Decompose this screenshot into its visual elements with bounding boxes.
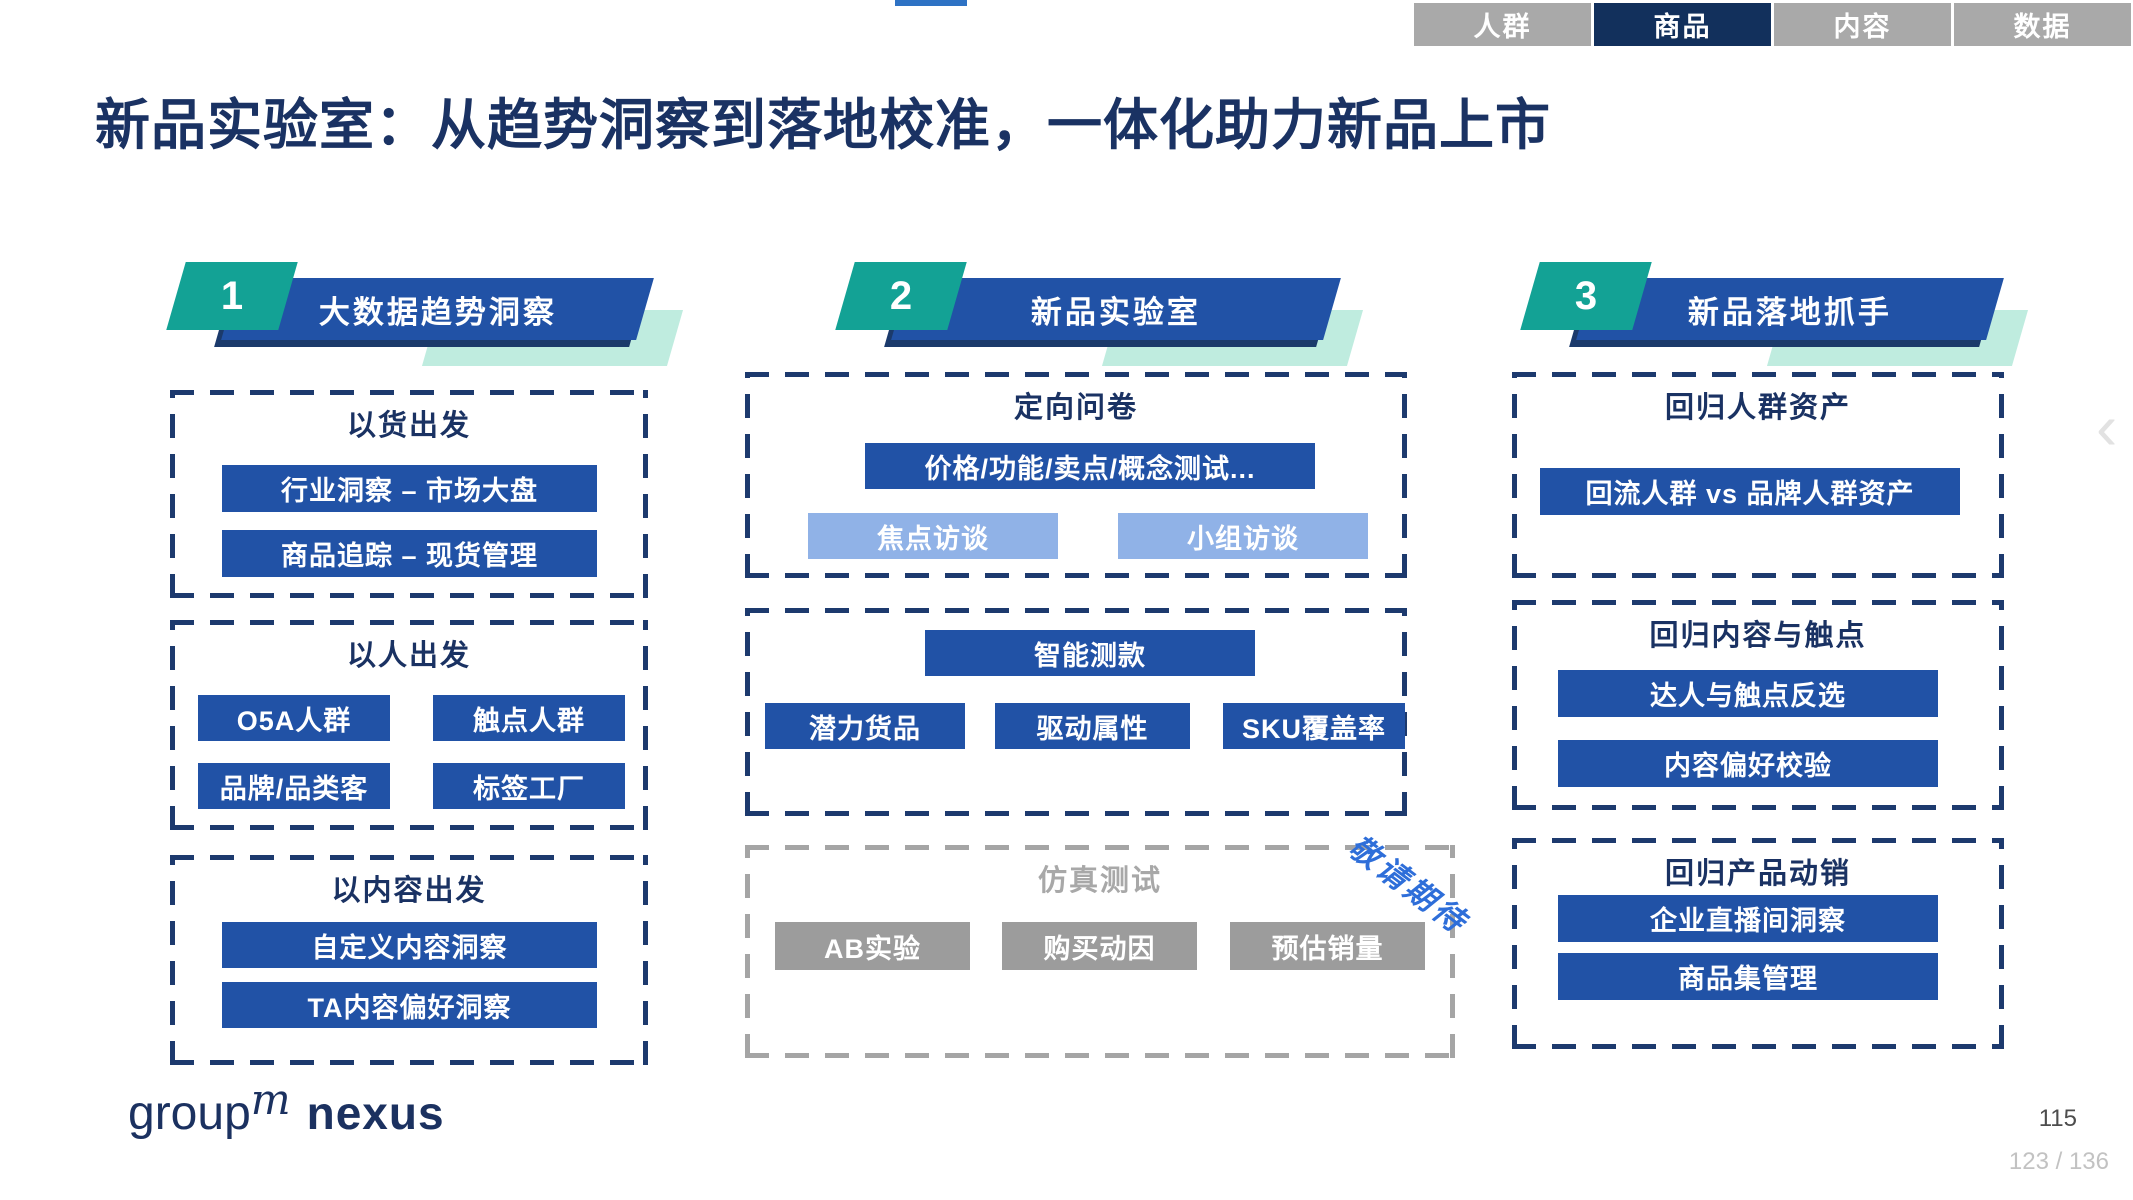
logo-group-text: group	[128, 1087, 251, 1140]
feature-button-disabled: 预估销量	[1230, 922, 1425, 970]
section-box: 智能测款 潜力货品 驱动属性 SKU覆盖率	[745, 608, 1407, 816]
feature-button: 商品集管理	[1558, 953, 1938, 1000]
chevron-left-icon[interactable]: ‹	[2096, 391, 2118, 463]
tab-bar: 人群 商品 内容 数据	[1414, 3, 2131, 46]
feature-button: 自定义内容洞察	[222, 922, 597, 968]
column-2-header: 新品实验室 2	[835, 262, 1385, 382]
feature-button: 回流人群 vs 品牌人群资产	[1540, 468, 1960, 515]
column-number: 1	[220, 273, 244, 318]
page-number: 115	[2038, 1105, 2077, 1132]
section-box: 回归产品动销 企业直播间洞察 商品集管理	[1512, 838, 2004, 1049]
column-header-label: 大数据趋势洞察	[318, 294, 557, 330]
logo-nexus-text: nexus	[306, 1087, 445, 1139]
section-box-coming-soon: 仿真测试 AB实验 购买动因 预估销量 敬请期待	[745, 829, 1475, 1058]
section-title: 定向问卷	[1013, 392, 1138, 424]
column-number-badge: 2	[835, 262, 967, 330]
feature-button: SKU覆盖率	[1223, 703, 1405, 749]
feature-button: 价格/功能/卖点/概念测试...	[865, 443, 1315, 489]
column-number-badge: 1	[166, 262, 298, 330]
tab-data[interactable]: 数据	[1954, 3, 2131, 46]
section-title: 回归产品动销	[1664, 858, 1851, 890]
tab-audience[interactable]: 人群	[1414, 3, 1591, 46]
section-title: 仿真测试	[1037, 865, 1162, 897]
section-box: 以货出发 行业洞察 – 市场大盘 商品追踪 – 现货管理	[170, 390, 648, 598]
column-header-label: 新品实验室	[1031, 294, 1201, 330]
section-title: 以人出发	[346, 640, 471, 672]
tab-product[interactable]: 商品	[1594, 3, 1771, 46]
feature-button-light: 焦点访谈	[808, 513, 1058, 559]
feature-button: 触点人群	[433, 695, 625, 741]
feature-button: 标签工厂	[433, 763, 625, 809]
section-box: 以内容出发 自定义内容洞察 TA内容偏好洞察	[170, 855, 648, 1065]
section-box: 定向问卷 价格/功能/卖点/概念测试... 焦点访谈 小组访谈	[745, 372, 1407, 578]
feature-button: 驱动属性	[995, 703, 1190, 749]
feature-button: 行业洞察 – 市场大盘	[222, 465, 597, 512]
feature-button: 潜力货品	[765, 703, 965, 749]
feature-button: 品牌/品类客	[198, 763, 390, 809]
feature-button: 达人与触点反选	[1558, 670, 1938, 717]
logo-m-text: m	[250, 1075, 291, 1124]
section-box: 以人出发 O5A人群 触点人群 品牌/品类客 标签工厂	[170, 620, 648, 830]
section-box: 回归人群资产 回流人群 vs 品牌人群资产	[1512, 372, 2004, 578]
page-title: 新品实验室：从趋势洞察到落地校准，一体化助力新品上市	[95, 94, 1552, 156]
section-title: 以内容出发	[331, 875, 487, 907]
section-title: 回归内容与触点	[1649, 620, 1867, 652]
column-1-header: 大数据趋势洞察 1	[166, 262, 696, 382]
slide-counter: 123 / 136	[2008, 1148, 2109, 1175]
feature-button: 企业直播间洞察	[1558, 895, 1938, 942]
column-3-header: 新品落地抓手 3	[1520, 262, 2050, 382]
section-box: 回归内容与触点 达人与触点反选 内容偏好校验	[1512, 600, 2004, 810]
section-title-button: 智能测款	[925, 630, 1255, 676]
feature-button: 商品追踪 – 现货管理	[222, 530, 597, 577]
column-number: 3	[1574, 273, 1598, 318]
tab-content[interactable]: 内容	[1774, 3, 1951, 46]
section-title: 以货出发	[346, 410, 471, 442]
column-header-label: 新品落地抓手	[1688, 294, 1892, 330]
column-number: 2	[889, 273, 913, 318]
feature-button-disabled: AB实验	[775, 922, 970, 970]
feature-button: 内容偏好校验	[1558, 740, 1938, 787]
feature-button-disabled: 购买动因	[1002, 922, 1197, 970]
column-number-badge: 3	[1520, 262, 1652, 330]
feature-button-light: 小组访谈	[1118, 513, 1368, 559]
feature-button: TA内容偏好洞察	[222, 982, 597, 1028]
feature-button: O5A人群	[198, 695, 390, 741]
top-accent-bar	[895, 0, 967, 6]
section-title: 回归人群资产	[1664, 392, 1851, 424]
